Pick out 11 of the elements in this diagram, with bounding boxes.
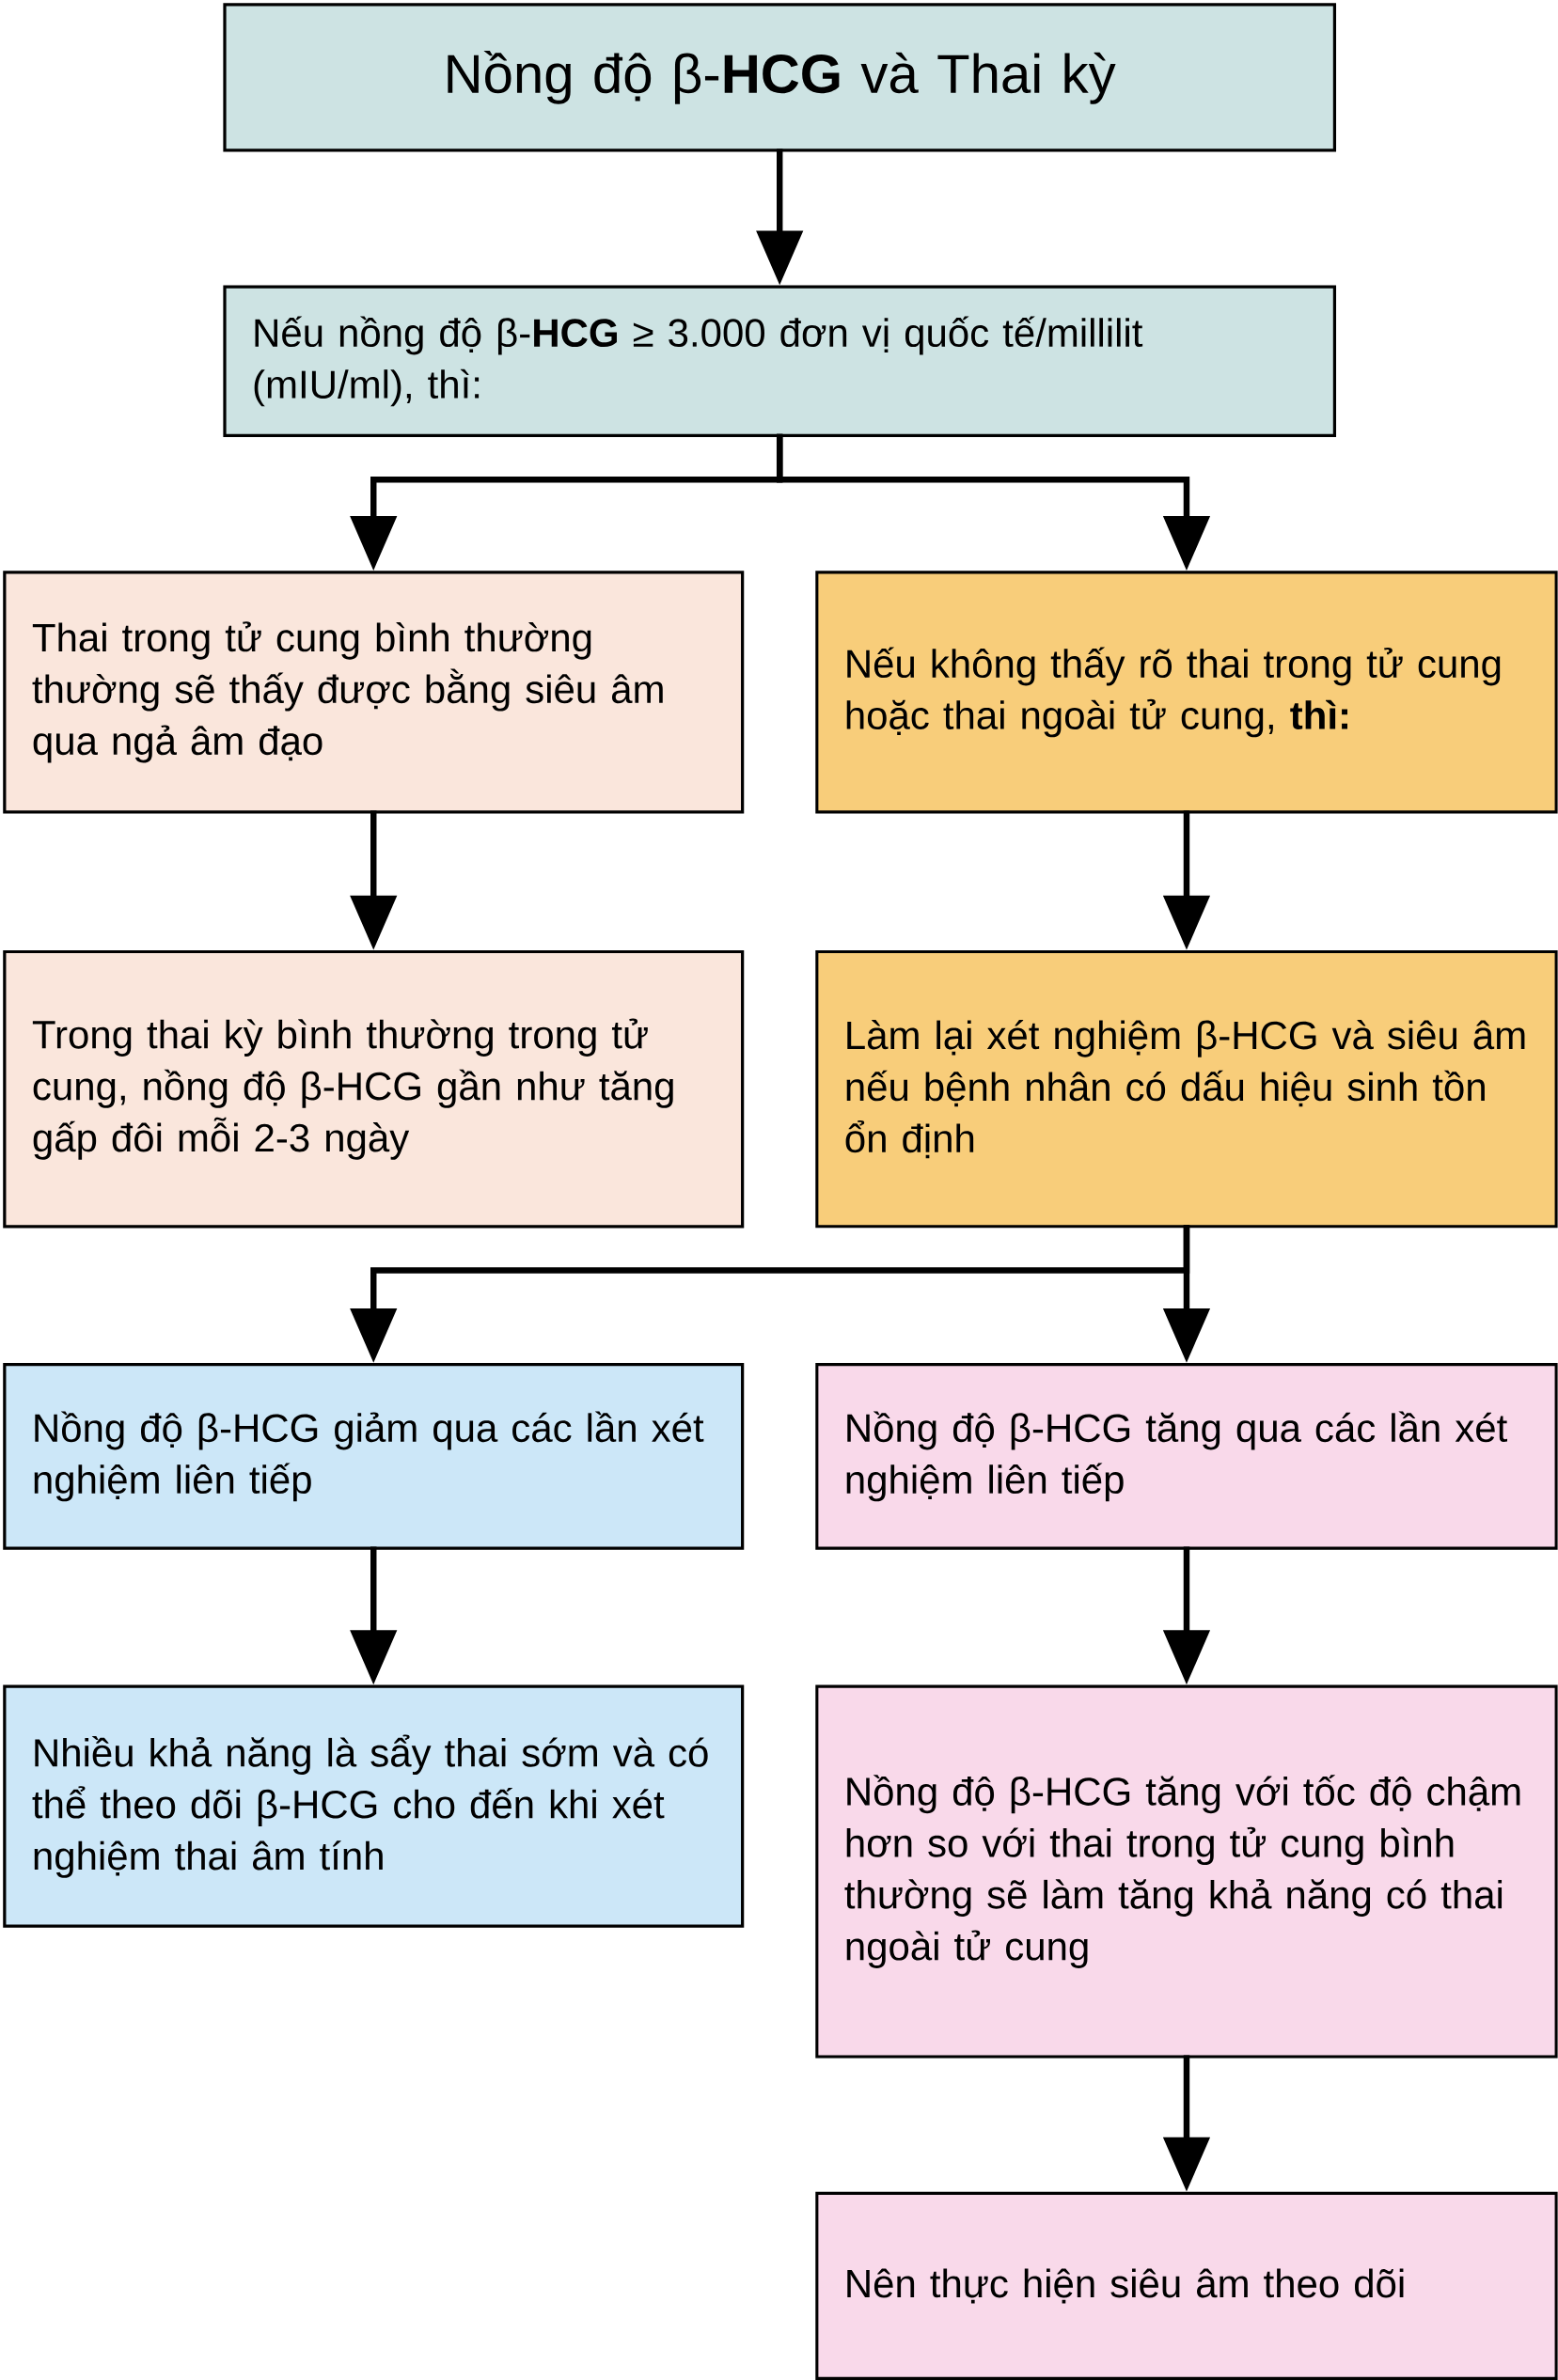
process-box: Trong thai kỳ bình thường trong tử cung, nồng độ β-HCG gần như tăng gấp đôi mỗi 2-3 ngày [3,949,745,1229]
title-box: Nồng độ β-HCG và Thai kỳ [223,3,1337,152]
process-box: Làm lại xét nghiệm β-HCG và siêu âm nếu bệnh nhân có dấu hiệu sinh tồn ổn định [815,949,1558,1229]
process-box: Nồng độ β-HCG giảm qua các lần xét nghiệm liên tiếp [3,1363,745,1550]
process-box: Nồng độ β-HCG tăng với tốc độ chậm hơn so với thai trong tử cung bình thường sẽ làm tăng khả năng có thai ngoài tử cung [815,1684,1558,2059]
process-box: Nếu nồng độ β-HCG ≥ 3.000 đơn vị quốc tế/millilit (mIU/ml), thì: [223,285,1337,438]
process-box: Nhiều khả năng là sẩy thai sớm và có thể theo dõi β-HCG cho đến khi xét nghiệm thai âm tính [3,1684,745,1928]
process-box: Nếu không thấy rõ thai trong tử cung hoặc thai ngoài tử cung, thì: [815,571,1558,814]
process-box: Thai trong tử cung bình thường thường sẽ thấy được bằng siêu âm qua ngả âm đạo [3,571,745,814]
process-box: Nồng độ β-HCG tăng qua các lần xét nghiệm liên tiếp [815,1363,1558,1550]
process-box: Nên thực hiện siêu âm theo dõi [815,2191,1558,2380]
